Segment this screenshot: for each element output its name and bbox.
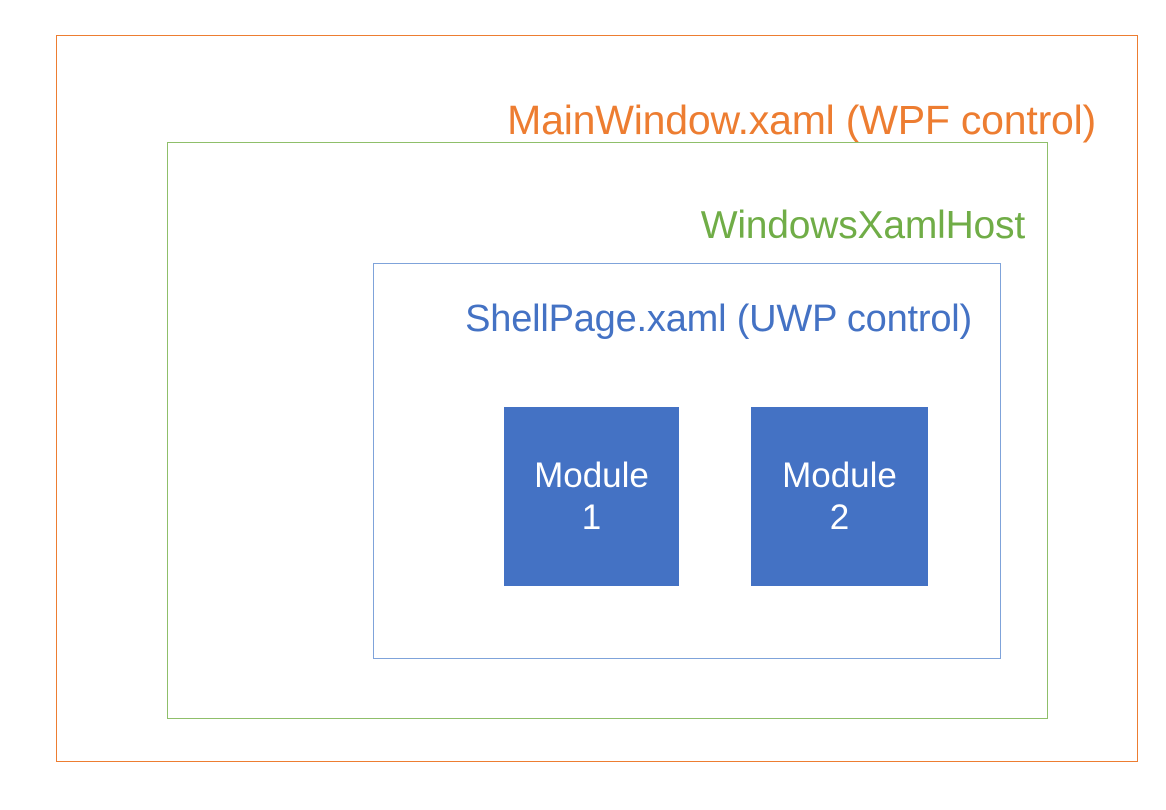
layer-shellpage-xaml[interactable]: ShellPage.xaml (UWP control) Module 1 Mo… [373, 263, 1001, 659]
module-box-1-label-line-2: 1 [581, 497, 602, 537]
module-row: Module 1 Module 2 [504, 407, 928, 586]
module-box-2[interactable]: Module 2 [751, 407, 928, 586]
module-box-2-label-line-2: 2 [829, 497, 850, 537]
layer-title-windowsxamlhost: WindowsXamlHost [700, 204, 1025, 247]
module-box-1-label-line-1: Module [534, 456, 649, 496]
module-box-2-label-line-1: Module [782, 456, 897, 496]
layer-mainwindow-xaml[interactable]: MainWindow.xaml (WPF control) WindowsXam… [56, 35, 1138, 762]
module-box-1[interactable]: Module 1 [504, 407, 679, 586]
layer-title-mainwindow-xaml: MainWindow.xaml (WPF control) [507, 97, 1096, 143]
layer-windowsxamlhost[interactable]: WindowsXamlHost ShellPage.xaml (UWP cont… [167, 142, 1048, 719]
layer-title-shellpage-xaml: ShellPage.xaml (UWP control) [465, 298, 972, 340]
